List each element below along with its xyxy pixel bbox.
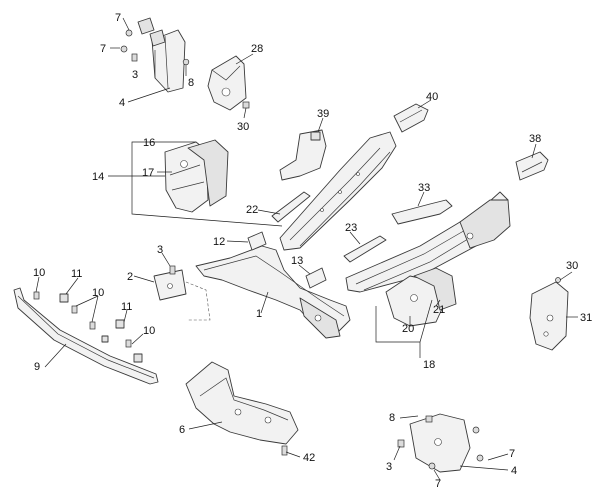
callout-10: 10 [33, 267, 45, 279]
callout-labels: 7 7 3 4 8 28 30 39 40 38 16 14 17 33 22 … [33, 12, 592, 490]
callout-40: 40 [426, 91, 438, 103]
part-2-bracket [153, 265, 211, 321]
callout-30: 30 [566, 260, 578, 272]
part-6-crossmember [185, 361, 299, 456]
callout-17: 17 [142, 167, 154, 179]
part-28-bracket [207, 55, 250, 111]
callout-10: 10 [143, 325, 155, 337]
callout-28: 28 [251, 43, 263, 55]
callout-30: 30 [237, 121, 249, 133]
callout-4: 4 [119, 97, 125, 109]
callout-3: 3 [132, 69, 138, 81]
callout-16: 16 [143, 137, 155, 149]
callout-10: 10 [92, 287, 104, 299]
part-22-rail [271, 191, 311, 223]
part-31-panel [529, 277, 569, 351]
leader-lines [35, 17, 578, 481]
callout-4: 4 [511, 465, 517, 477]
callout-22: 22 [246, 204, 258, 216]
callout-31: 31 [580, 312, 592, 324]
callout-18: 18 [423, 359, 435, 371]
part-13-bracket [305, 267, 327, 289]
callout-13: 13 [291, 255, 303, 267]
callout-8: 8 [389, 412, 395, 424]
part-16-17-wheelhouse-left [164, 139, 229, 213]
callout-21: 21 [433, 304, 445, 316]
part-23-rail [343, 235, 387, 263]
callout-42: 42 [303, 452, 315, 464]
callout-12: 12 [213, 236, 225, 248]
callout-14: 14 [92, 171, 104, 183]
callout-3: 3 [386, 461, 392, 473]
part-39-bracket [279, 129, 327, 181]
callout-1: 1 [256, 308, 262, 320]
callout-33: 33 [418, 182, 430, 194]
callout-39: 39 [317, 108, 329, 120]
part-38-bracket [515, 151, 549, 181]
part-1-front-subframe [195, 245, 351, 339]
callout-7: 7 [115, 12, 121, 24]
part-20-21-wheelhouse-right [385, 267, 457, 327]
part-9-bumper-beam [13, 287, 159, 385]
callout-8: 8 [188, 77, 194, 89]
part-40-bracket [393, 103, 429, 133]
part-12-bracket [247, 231, 267, 251]
callout-7: 7 [509, 448, 515, 460]
callout-11: 11 [71, 268, 82, 280]
callout-7: 7 [100, 43, 106, 55]
callout-3: 3 [157, 244, 163, 256]
callout-2: 2 [127, 271, 133, 283]
right-longitudinal-rail [345, 191, 511, 293]
callout-38: 38 [529, 133, 541, 145]
callout-20: 20 [402, 323, 414, 335]
part-33-bracket [391, 199, 453, 225]
callout-9: 9 [34, 361, 40, 373]
callout-6: 6 [179, 424, 185, 436]
callout-23: 23 [345, 222, 357, 234]
callout-7: 7 [435, 478, 441, 490]
rear-bracket-assembly-bottom [397, 413, 484, 473]
left-longitudinal-rail [279, 131, 397, 251]
callout-11: 11 [121, 301, 132, 313]
